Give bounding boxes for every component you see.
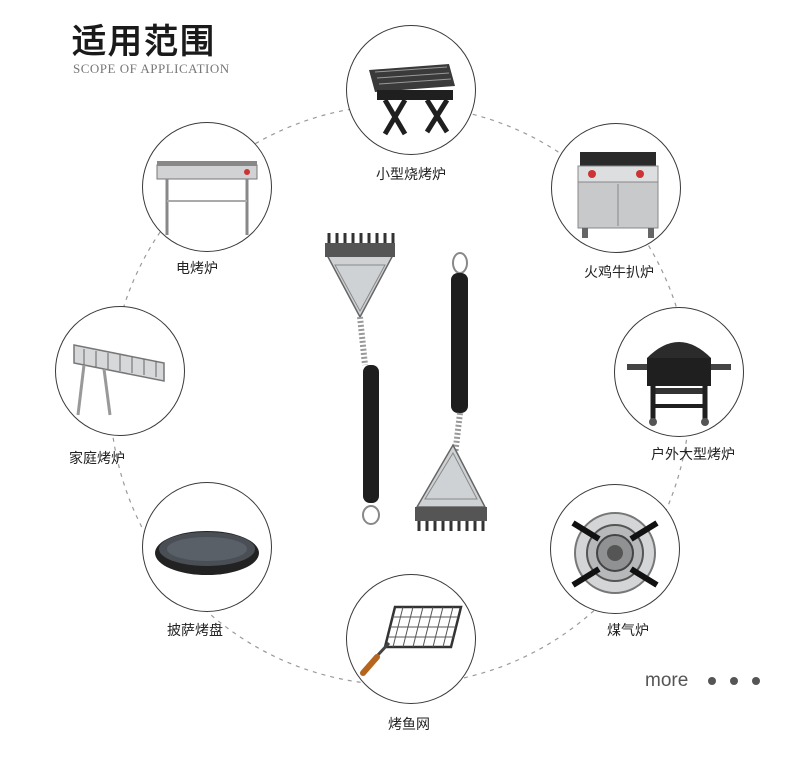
outdoor-smoker-icon (614, 307, 744, 437)
page-subtitle: SCOPE OF APPLICATION (73, 61, 230, 76)
more-dots-icon[interactable] (708, 677, 760, 685)
application-label: 火鸡牛扒炉 (584, 265, 654, 281)
application-label: 电烤炉 (176, 261, 218, 277)
dot-icon (708, 677, 716, 685)
application-label: 户外大型烤炉 (651, 447, 735, 463)
home-grill-icon (55, 306, 185, 436)
pizza-pan-icon (142, 482, 272, 612)
dot-icon (752, 677, 760, 685)
application-label: 家庭烤炉 (69, 451, 125, 467)
more-link[interactable]: more (645, 670, 689, 691)
application-label: 披萨烤盘 (167, 623, 223, 639)
portable-grill-icon (346, 25, 476, 155)
fish-grill-basket-icon (346, 574, 476, 704)
grill-brush-product-image (325, 233, 487, 531)
page-title: 适用范围 (72, 22, 216, 62)
dot-icon (730, 677, 738, 685)
gas-burner-icon (550, 484, 680, 614)
application-label: 小型烧烤炉 (376, 167, 446, 183)
electric-grill-icon (142, 122, 272, 252)
application-label: 烤鱼网 (388, 717, 430, 733)
application-label: 煤气炉 (607, 623, 649, 639)
griddle-oven-icon (551, 123, 681, 253)
